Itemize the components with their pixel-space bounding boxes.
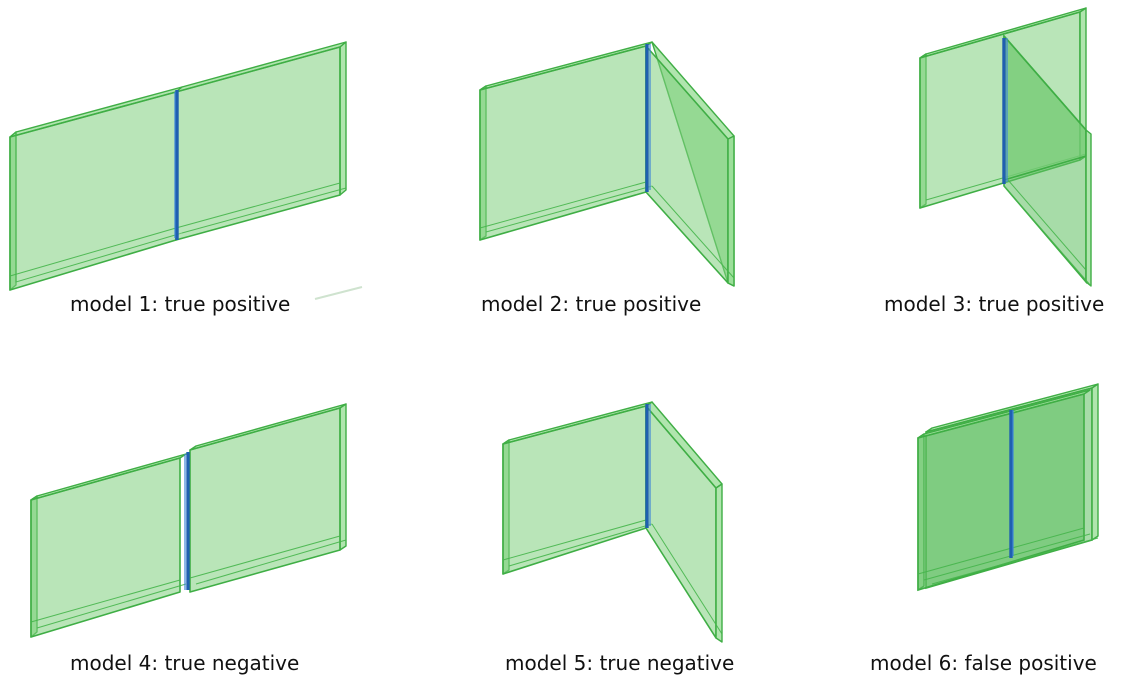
- model-2-caption: model 2: true positive: [481, 292, 702, 316]
- model-1-caption: model 1: true positive: [70, 292, 291, 316]
- model-1-left-wall: [9, 86, 183, 291]
- model-1-joint-line: [174, 90, 179, 240]
- model-2-drawing: [479, 41, 735, 287]
- model-5-joint-line: [645, 404, 651, 528]
- model-6-front-wall: [917, 389, 1099, 592]
- model-2-joint-line: [645, 44, 651, 192]
- model-5-caption: model 5: true negative: [505, 651, 735, 675]
- model-1-drawing: [9, 41, 363, 300]
- model-3-drawing: [919, 7, 1092, 287]
- model-6-joint-line: [1009, 410, 1014, 558]
- model-3-joint-line: [1002, 38, 1008, 184]
- model-6-caption: model 6: false positive: [870, 651, 1097, 675]
- model-4-left-wall: [30, 453, 187, 638]
- model-5-drawing: [502, 401, 723, 643]
- model-5-left-wall: [502, 401, 653, 575]
- model-4-drawing: [30, 403, 347, 638]
- model-5-right-wall: [645, 401, 723, 643]
- model-4-caption: model 4: true negative: [70, 651, 300, 675]
- model-2-left-wall: [479, 41, 653, 241]
- model-2-right-wall: [645, 41, 735, 287]
- model-3-caption: model 3: true positive: [884, 292, 1105, 316]
- model-6-drawing: [917, 383, 1099, 592]
- model-1-stray-line: [314, 286, 363, 300]
- model-1-right-wall: [175, 41, 347, 241]
- model-4-joint-line: [184, 452, 190, 590]
- model-4-right-wall: [189, 403, 347, 593]
